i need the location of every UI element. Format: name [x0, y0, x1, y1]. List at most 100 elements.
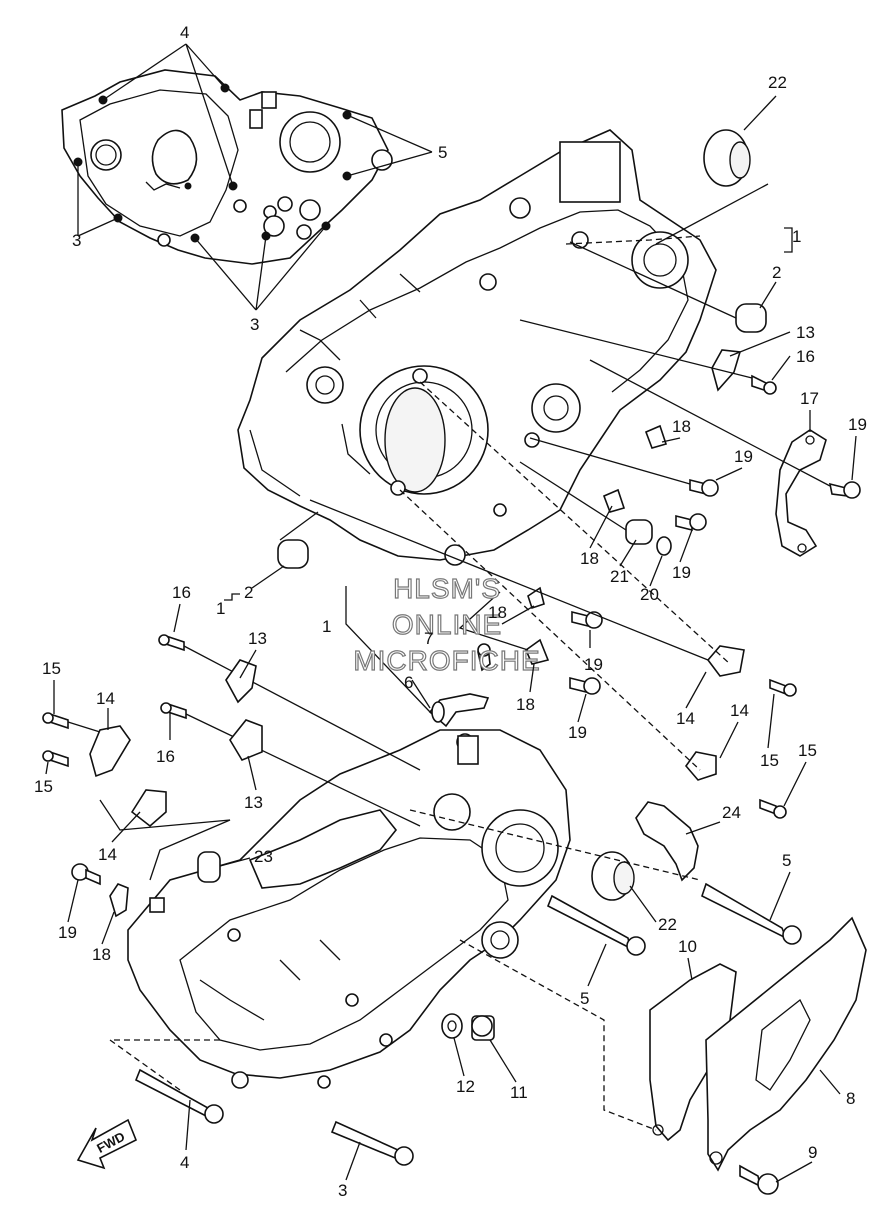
callout-18-mid: 18 [580, 549, 599, 568]
watermark-line-2: ONLINE [392, 609, 502, 640]
callout-15-right2: 15 [798, 741, 817, 760]
callout-3-bottom2: 3 [338, 1181, 347, 1200]
right-crankcase-half [237, 129, 717, 566]
clip-14-left [89, 725, 131, 778]
callout-labels: 4 5 3 3 22 1 2 13 16 17 19 18 19 18 21 1… [34, 23, 867, 1200]
callout-19-mid: 19 [672, 563, 691, 582]
dowel-pin-2-right [569, 241, 767, 333]
clamp-18-left [109, 883, 129, 918]
callout-19-upper: 19 [734, 447, 753, 466]
oil-seal-22-top [655, 129, 769, 245]
bolt-19-left [71, 863, 101, 886]
clip-13-right [711, 349, 742, 392]
dowel-pin-2-left [277, 511, 319, 569]
screw-16-right [519, 319, 777, 395]
assembly-lines [99, 235, 731, 1131]
callout-4-bottom: 4 [180, 1153, 189, 1172]
callout-22-lower: 22 [658, 915, 677, 934]
clamp-18-center2 [525, 638, 550, 665]
washer-12 [441, 1013, 463, 1039]
watermark-line-1: HLSM'S [393, 573, 501, 604]
callout-23: 23 [254, 847, 273, 866]
callout-leaders [45, 95, 857, 1183]
callout-13-left2: 13 [244, 793, 263, 812]
callout-2-left: 2 [244, 583, 253, 602]
watermark-line-3: MICROFICHE [353, 645, 540, 676]
screw-16-left [158, 634, 421, 771]
clamp-18-upper [644, 424, 668, 449]
callout-24: 24 [722, 803, 741, 822]
callout-19-far: 19 [848, 415, 867, 434]
callout-18-left: 18 [92, 945, 111, 964]
collar-21 [519, 461, 653, 545]
callout-14-right2: 14 [730, 701, 749, 720]
gasket-10 [649, 963, 737, 1142]
callout-11: 11 [510, 1083, 528, 1102]
callout-15-right: 15 [760, 751, 779, 770]
callout-5-lower: 5 [580, 989, 589, 1008]
bolt-19-far-right [589, 359, 861, 499]
bolt-19-mid [675, 513, 707, 532]
callout-16-right: 16 [796, 347, 815, 366]
callout-3-left: 3 [72, 231, 81, 250]
cover-8 [705, 916, 867, 1172]
screw-9 [739, 1164, 779, 1195]
callout-5-right: 5 [782, 851, 791, 870]
callout-10: 10 [678, 937, 697, 956]
callout-3-bottom: 3 [250, 315, 259, 334]
plug-11 [471, 1015, 495, 1041]
bolt-4-bottom [134, 1068, 224, 1124]
callout-1-mid: 1 [322, 617, 331, 636]
o-ring-20 [656, 536, 672, 556]
callout-15-left: 15 [42, 659, 61, 678]
callout-12: 12 [456, 1077, 475, 1096]
bolt-19-center [571, 610, 603, 629]
watermark: HLSM'S ONLINE MICROFICHE [353, 572, 541, 676]
bolt-5-lower [546, 894, 646, 956]
callout-13-left: 13 [248, 629, 267, 648]
screw-15-right [769, 678, 797, 697]
callout-21: 21 [610, 567, 629, 586]
bolt-19-center2 [569, 676, 601, 695]
bolt-5-right [701, 882, 802, 945]
callout-6: 6 [404, 673, 413, 692]
callout-15-left2: 15 [34, 777, 53, 796]
crankcase-parting-face-inset [61, 43, 433, 311]
bracket-24 [635, 801, 699, 882]
screw-15-left [42, 712, 101, 733]
left-crankcase-half [127, 729, 571, 1089]
bolt-3-bottom [330, 1120, 414, 1166]
screw-15-right2 [759, 798, 787, 819]
callout-16-left2: 16 [156, 747, 175, 766]
clip-14-left2 [130, 789, 167, 828]
callout-13-right: 13 [796, 323, 815, 342]
screw-16-left2 [160, 702, 421, 827]
plate-17 [775, 429, 827, 557]
callout-5-top: 5 [438, 143, 447, 162]
collar-23 [197, 851, 221, 883]
callout-19-left: 19 [58, 923, 77, 942]
clamp-18-mid [602, 488, 626, 513]
clamp-6 [428, 693, 490, 728]
callout-19-center: 19 [584, 655, 603, 674]
callout-14-left2: 14 [98, 845, 117, 864]
callout-20: 20 [640, 585, 659, 604]
callout-16-left: 16 [172, 583, 191, 602]
fwd-arrow-icon: FWD [76, 1118, 138, 1170]
callout-1-right: 1 [792, 227, 801, 246]
clip-13-left2 [229, 719, 263, 761]
callout-22-top: 22 [768, 73, 787, 92]
clip-13-left [225, 659, 257, 704]
callout-19-center2: 19 [568, 723, 587, 742]
callout-2-right: 2 [772, 263, 781, 282]
callout-7: 7 [424, 629, 433, 648]
callout-18-upper: 18 [672, 417, 691, 436]
callout-18-center2: 18 [516, 695, 535, 714]
clip-14-right2 [684, 751, 717, 781]
callout-1-left: 1 [216, 599, 225, 618]
callout-9: 9 [808, 1143, 817, 1162]
callout-4-top: 4 [180, 23, 189, 42]
bolt-7 [477, 643, 491, 672]
screw-15-left2 [42, 750, 69, 768]
